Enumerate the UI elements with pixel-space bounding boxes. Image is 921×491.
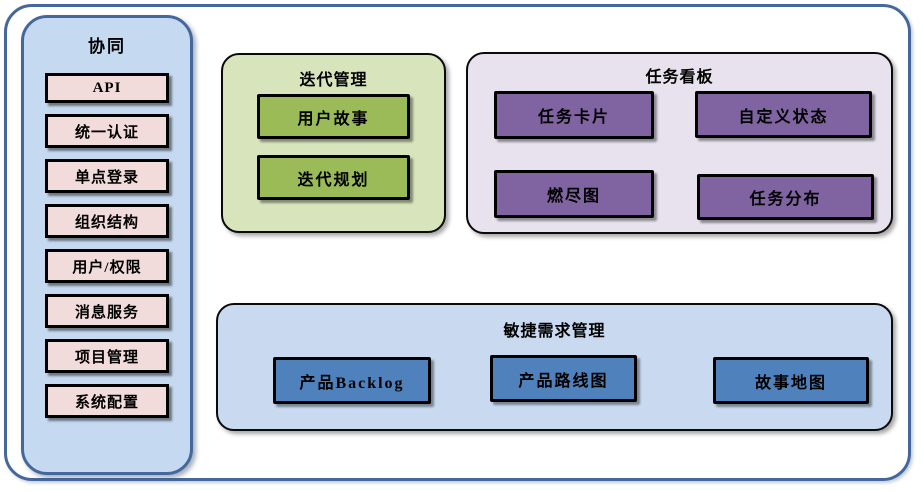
sidebar-item-unified-auth: 统一认证 xyxy=(45,114,169,148)
task-board-panel: 任务看板 任务卡片 自定义状态 燃尽图 任务分布 xyxy=(466,52,893,234)
agile-requirements-panel: 敏捷需求管理 产品Backlog 产品路线图 故事地图 xyxy=(216,303,893,431)
box-task-distribution: 任务分布 xyxy=(697,174,874,220)
box-product-backlog: 产品Backlog xyxy=(273,357,431,404)
sidebar-item-user-permissions: 用户/权限 xyxy=(45,249,169,283)
sidebar-item-sso: 单点登录 xyxy=(45,159,169,193)
box-task-card: 任务卡片 xyxy=(494,91,654,139)
collaboration-items: API 统一认证 单点登录 组织结构 用户/权限 消息服务 项目管理 系统配置 xyxy=(45,73,169,418)
box-story-map: 故事地图 xyxy=(713,357,869,404)
outer-frame: 协同 API 统一认证 单点登录 组织结构 用户/权限 消息服务 项目管理 系统… xyxy=(4,4,911,481)
collaboration-panel: 协同 API 统一认证 单点登录 组织结构 用户/权限 消息服务 项目管理 系统… xyxy=(21,15,193,475)
sidebar-item-org-structure: 组织结构 xyxy=(45,204,169,238)
iteration-management-title: 迭代管理 xyxy=(299,72,368,89)
agile-requirements-title: 敏捷需求管理 xyxy=(503,323,606,340)
iteration-management-panel: 迭代管理 用户故事 迭代规划 xyxy=(221,53,446,233)
box-product-roadmap: 产品路线图 xyxy=(490,355,637,402)
sidebar-item-api: API xyxy=(45,73,169,103)
box-burndown-chart: 燃尽图 xyxy=(494,170,654,218)
sidebar-item-system-config: 系统配置 xyxy=(45,384,169,418)
sidebar-item-message-service: 消息服务 xyxy=(45,294,169,328)
sidebar-item-project-management: 项目管理 xyxy=(45,339,169,373)
task-board-title: 任务看板 xyxy=(645,69,714,86)
box-iteration-planning: 迭代规划 xyxy=(257,155,410,200)
box-custom-status: 自定义状态 xyxy=(695,91,872,138)
collaboration-panel-title: 协同 xyxy=(88,37,126,56)
box-user-story: 用户故事 xyxy=(257,94,410,139)
